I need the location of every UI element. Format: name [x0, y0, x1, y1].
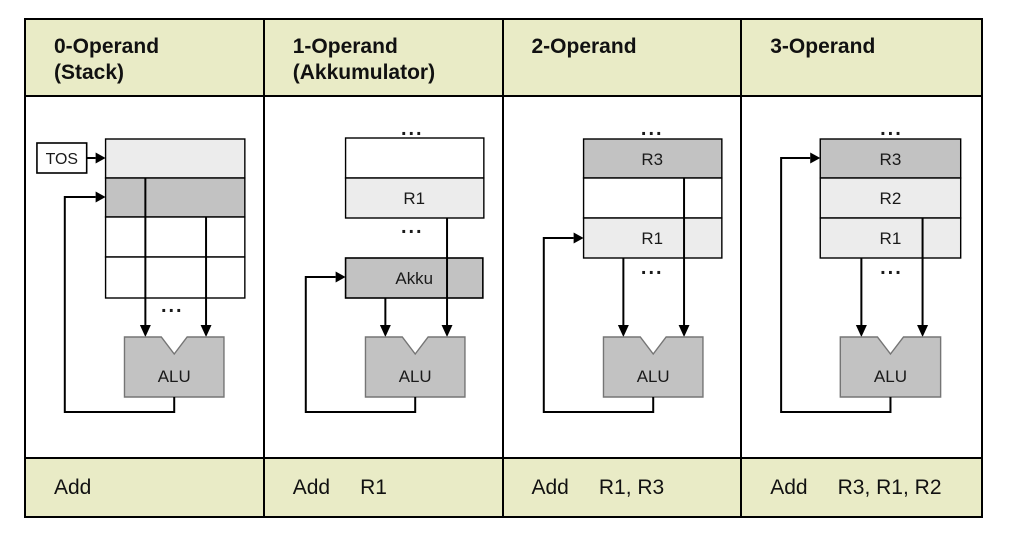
alu-label: ALU [636, 367, 669, 386]
three-operand-architecture-diagram: ... R3 R2 R1 ... ALU [780, 118, 962, 413]
register-cell [104, 216, 246, 258]
diagram-2operand: ... R3 R1 ... ALU [503, 97, 743, 457]
tos-label: TOS [46, 151, 78, 168]
ellipsis: ... [161, 295, 184, 317]
column-header-2operand: 2-Operand [503, 20, 743, 97]
instruction-3operand: Add R3, R1, R2 [742, 457, 981, 516]
column-title: 2-Operand [531, 35, 637, 58]
arrowhead [441, 325, 453, 337]
register-cell [582, 177, 723, 219]
instruction-mnemonic: Add [770, 475, 808, 499]
ellipsis: ... [640, 257, 663, 279]
arrowhead [917, 325, 929, 337]
ellipsis: ... [880, 257, 903, 279]
instruction-operands: R1, R3 [598, 475, 665, 499]
alu [602, 336, 704, 398]
column-header-3operand: 3-Operand [742, 20, 981, 97]
arrowhead [139, 325, 151, 337]
column-title: 1-Operand [292, 35, 398, 58]
alu [839, 336, 942, 398]
register-cell [104, 256, 246, 299]
instruction-mnemonic: Add [531, 475, 569, 499]
ellipsis: ... [401, 118, 424, 140]
diagram-accumulator: ... R1 ... Akku ALU [264, 97, 504, 457]
arrowhead [200, 325, 212, 337]
register-file: R3 R2 R1 [819, 138, 962, 259]
alu-label: ALU [399, 367, 432, 386]
register-cell [104, 138, 246, 179]
arrowhead [335, 271, 346, 283]
ellipsis: ... [401, 216, 424, 238]
register-label: R1 [880, 229, 902, 248]
register-label: R3 [641, 150, 663, 169]
alu-label: ALU [158, 367, 191, 386]
register-cell [819, 177, 962, 219]
instruction-mnemonic: Add [54, 475, 92, 499]
feedback-wire [63, 196, 176, 413]
instruction-2operand: Add R1, R3 [503, 457, 743, 516]
feedback-wire [780, 157, 892, 413]
arrowhead [678, 325, 690, 337]
alu [123, 336, 225, 398]
arrowhead [810, 152, 821, 164]
column-header-stack: 0-Operand (Stack) [26, 20, 265, 97]
arrowhead [379, 325, 391, 337]
ellipsis: ... [640, 118, 663, 140]
architecture-comparison-table: 0-Operand (Stack) 1-Operand (Akkumulator… [24, 18, 983, 518]
instruction-operands: R3, R1, R2 [837, 475, 942, 499]
arrowhead [856, 325, 868, 337]
arrowhead [617, 325, 629, 337]
feedback-wire [304, 276, 416, 413]
operand-arrows [617, 178, 690, 337]
two-operand-architecture-diagram: ... R3 R1 ... ALU [542, 118, 723, 413]
arrowhead [573, 232, 584, 244]
arrowhead [95, 152, 106, 164]
column-header-accumulator: 1-Operand (Akkumulator) [264, 20, 504, 97]
register-label: R1 [403, 189, 425, 208]
tos-box [36, 142, 88, 174]
diagram-stack: TOS ... ALU [26, 97, 265, 457]
alu-result-feedback [304, 271, 416, 413]
column-title: 0-Operand [54, 35, 160, 58]
operand-arrows [856, 218, 929, 337]
register-label: R3 [880, 150, 902, 169]
register-cell [819, 217, 962, 259]
instruction-accumulator: Add R1 [264, 457, 504, 516]
register-cell [344, 137, 485, 179]
accumulator-label: Akku [395, 269, 433, 288]
alu-result-feedback [780, 152, 892, 413]
register-label: R2 [880, 189, 902, 208]
register-label: R1 [641, 229, 663, 248]
diagram-3operand: ... R3 R2 R1 ... ALU [742, 97, 981, 457]
stack-to-alu-arrows [139, 178, 212, 337]
alu-label: ALU [874, 367, 907, 386]
register-file: R3 R1 [582, 138, 723, 259]
alu-result-feedback [63, 191, 176, 413]
alu [364, 336, 466, 398]
stack-register-file [104, 138, 246, 299]
instruction-mnemonic: Add [292, 475, 331, 499]
register-file: R1 [344, 137, 485, 219]
register-cell [819, 138, 962, 179]
register-cell [104, 177, 246, 218]
column-title: 3-Operand [770, 35, 876, 58]
register-cell [582, 138, 723, 179]
operand-arrows [379, 218, 453, 337]
feedback-wire [542, 237, 654, 413]
column-subtitle: (Akkumulator) [292, 60, 436, 84]
stack-architecture-diagram: TOS ... ALU [36, 138, 246, 413]
accumulator-architecture-diagram: ... R1 ... Akku ALU [304, 118, 485, 413]
instruction-operands: R1 [360, 475, 387, 499]
ellipsis: ... [880, 118, 903, 140]
alu-result-feedback [542, 232, 654, 413]
register-cell [344, 177, 485, 219]
arrowhead [95, 191, 106, 203]
tos-pointer: TOS [36, 142, 106, 174]
accumulator-box [344, 257, 484, 299]
instruction-stack: Add [26, 457, 265, 516]
column-subtitle: (Stack) [54, 60, 125, 84]
